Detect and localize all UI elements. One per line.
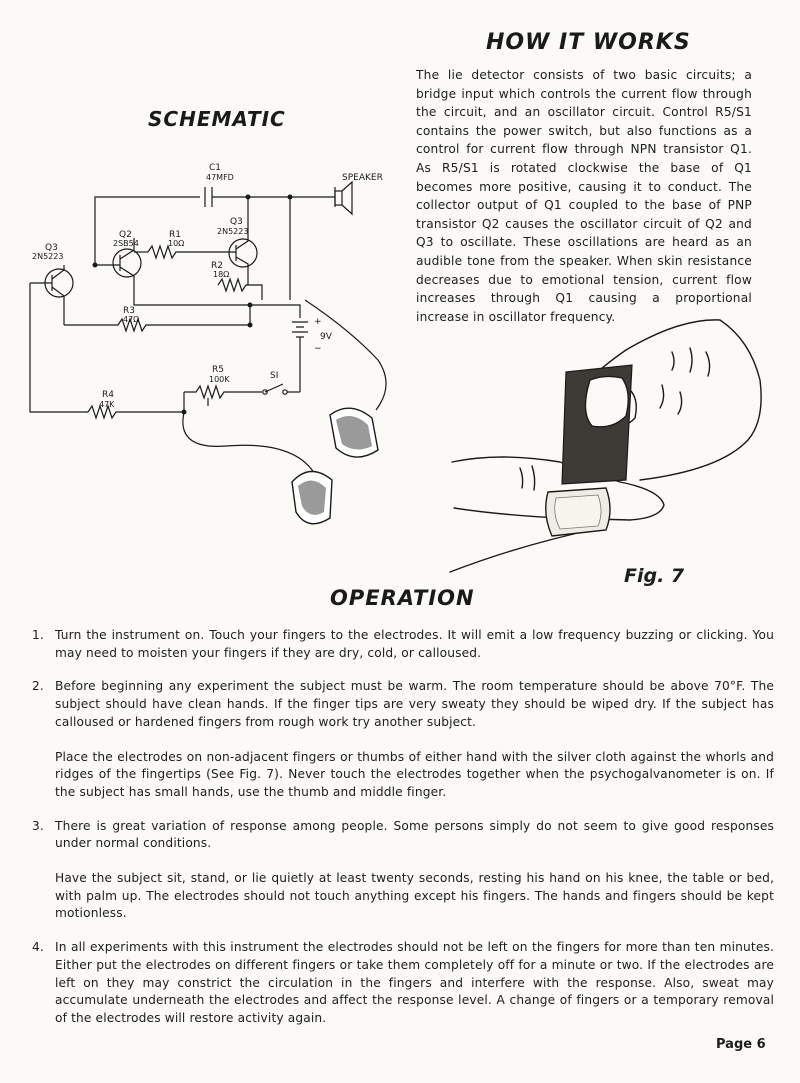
operation-item: 4. In all experiments with this instrumen… [32,939,774,1028]
label-q3-type: 2N5223 [217,227,248,236]
how-it-works-text: The lie detector consists of two basic c… [416,68,752,324]
operation-paragraph: There is great variation of response amo… [55,818,774,851]
label-r2-value: 18Ω [213,270,229,279]
label-q3-left: Q3 [45,243,58,253]
operation-paragraph: Place the electrodes on non-adjacent fin… [55,749,774,799]
operation-heading: OPERATION [330,586,475,610]
operation-list: 1. Turn the instrument on. Touch your fin… [32,627,774,1044]
figure-label: Fig. 7 [624,565,685,587]
label-q3-left-type: 2N5223 [32,252,63,261]
label-r3: R3 [123,306,135,316]
operation-item: 1. Turn the instrument on. Touch your fin… [32,627,774,662]
label-r4-value: 47K [99,400,115,409]
operation-item-number: 1. [32,628,44,642]
label-c1: C1 [209,163,221,173]
schematic-diagram: C1 47MFD SPEAKER Q3 2N5223 Q2 2SB54 R1 1… [29,163,387,525]
operation-paragraph: Turn the instrument on. Touch your finge… [55,628,774,660]
label-s1: SI [270,371,278,381]
page-number: Page 6 [716,1037,766,1052]
label-r3-value: 47Ω [123,315,139,324]
operation-item-number: 4. [32,940,44,955]
label-c1-value: 47MFD [206,173,234,182]
label-r2: R2 [211,261,223,271]
label-r4: R4 [102,390,114,400]
operation-item-number: 2. [32,679,44,694]
operation-item-number: 3. [32,818,44,833]
electrode-left [291,470,333,525]
label-plus: + [314,317,322,327]
operation-paragraph: Have the subject sit, stand, or lie quie… [55,871,774,921]
label-q2: Q2 [119,230,132,240]
operation-paragraph: In all experiments with this instrument … [55,940,774,1025]
label-r5-value: 100K [209,375,230,384]
operation-item: 3. There is great variation of response a… [32,818,774,924]
label-q2-type: 2SB54 [113,239,139,248]
schematic-heading: SCHEMATIC [148,107,286,131]
label-r5: R5 [212,365,224,375]
label-battery: 9V [320,332,333,342]
label-r1-value: 10Ω [168,239,184,248]
label-minus: − [314,344,322,354]
hand-illustration [449,319,762,573]
electrode-right [329,407,379,458]
label-q3: Q3 [230,217,243,227]
label-r1: R1 [169,230,181,240]
operation-item: 2. Before beginning any experiment the su… [32,678,774,801]
how-it-works-heading: HOW IT WORKS [486,30,691,55]
operation-paragraph: Before beginning any experiment the subj… [55,679,774,729]
label-speaker: SPEAKER [342,173,383,183]
